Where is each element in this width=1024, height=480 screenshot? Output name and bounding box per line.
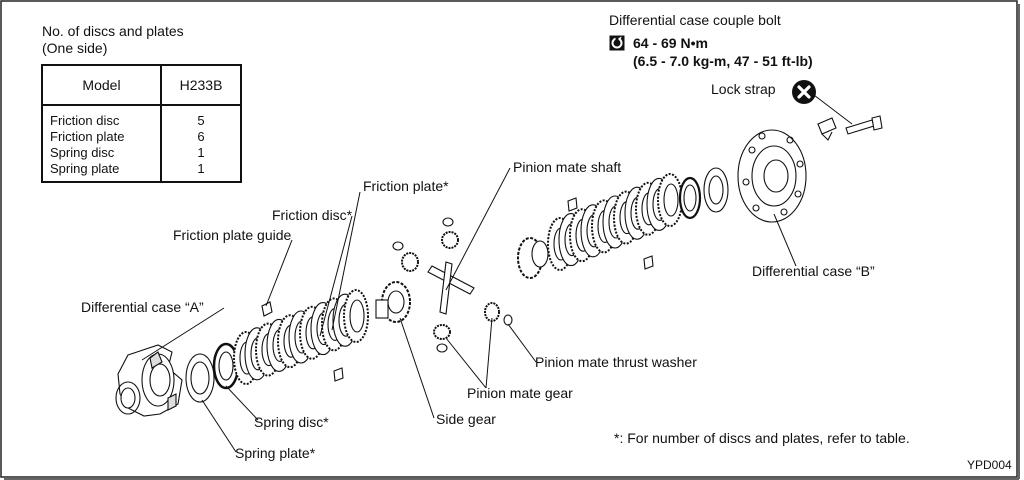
- table-row-name: Spring disc: [50, 145, 115, 160]
- spring-disc-b: [678, 167, 729, 220]
- label-differential-case-a: Differential case “A”: [81, 299, 204, 315]
- table-title: No. of discs and plates: [42, 23, 184, 39]
- table-row-value: 1: [197, 145, 205, 160]
- torque-value-nm: 64 - 69 N•m: [633, 35, 708, 51]
- table-row-value: 5: [197, 113, 205, 128]
- label-friction-plate-guide: Friction plate guide: [173, 227, 292, 243]
- torque-value-alt: (6.5 - 7.0 kg-m, 47 - 51 ft-lb): [633, 53, 813, 69]
- table-header-code: H233B: [160, 64, 242, 106]
- label-pinion-mate-shaft: Pinion mate shaft: [513, 159, 622, 175]
- differential-case-a: [115, 344, 183, 417]
- table-name-column: Friction disc Friction plate Spring disc…: [41, 104, 162, 183]
- table-row-name: Spring plate: [50, 161, 120, 176]
- friction-pack-a: [233, 289, 369, 385]
- leader-lines: [141, 91, 853, 453]
- torque-title: Differential case couple bolt: [609, 12, 781, 28]
- lock-strap-and-bolt: [817, 115, 883, 141]
- spring-plate: [185, 353, 215, 403]
- table-row-name: Friction disc: [50, 113, 120, 128]
- label-spring-disc: Spring disc*: [254, 414, 329, 430]
- table-row-value: 6: [197, 129, 205, 144]
- do-not-reuse-icon: [792, 80, 816, 104]
- disc-bore: [663, 183, 679, 217]
- pinion-mate-shaft: [427, 261, 475, 315]
- footnote: *: For number of discs and plates, refer…: [614, 430, 910, 446]
- label-friction-disc: Friction disc*: [272, 207, 353, 223]
- table-row-value: 1: [197, 161, 205, 176]
- label-spring-plate: Spring plate*: [235, 445, 316, 461]
- label-pinion-mate-gear: Pinion mate gear: [467, 385, 573, 401]
- label-friction-plate: Friction plate*: [363, 178, 449, 194]
- table-subtitle: (One side): [42, 40, 108, 56]
- table-value-column: 5 6 1 1: [160, 104, 242, 183]
- side-gear-a: [375, 281, 411, 323]
- discs-plates-table: Model H233B Friction disc Friction plate…: [41, 64, 242, 183]
- side-gear-b: [517, 237, 549, 279]
- disc-bore: [349, 299, 365, 333]
- spring-disc: [212, 342, 240, 390]
- friction-plate-guide: [261, 197, 654, 382]
- label-side-gear: Side gear: [436, 411, 496, 427]
- torque-wrench-icon: [609, 35, 625, 51]
- differential-case-b: [737, 129, 807, 223]
- table-header-model: Model: [41, 64, 162, 106]
- figure-code: YPD004: [967, 458, 1012, 472]
- label-pinion-mate-thrust-washer: Pinion mate thrust washer: [535, 354, 697, 370]
- label-lock-strap: Lock strap: [711, 81, 776, 97]
- friction-pack-b: [547, 173, 683, 271]
- label-differential-case-b: Differential case “B”: [752, 263, 875, 279]
- table-row-name: Friction plate: [50, 129, 125, 144]
